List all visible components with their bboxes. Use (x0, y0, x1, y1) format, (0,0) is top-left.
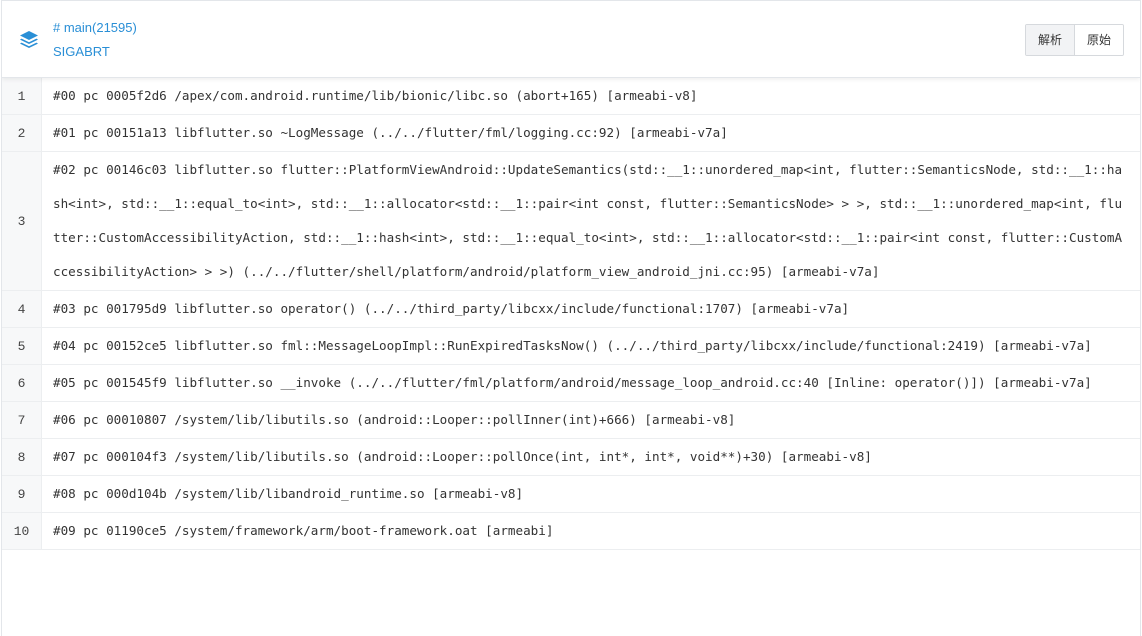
thread-name: # main(21595) (53, 20, 137, 35)
stack-frame-row: 3#02 pc 00146c03 libflutter.so flutter::… (2, 152, 1140, 291)
view-mode-toggle: 解析 原始 (1025, 24, 1125, 56)
line-number: 5 (2, 328, 42, 364)
frame-text: #02 pc 00146c03 libflutter.so flutter::P… (53, 162, 1123, 279)
frame-text: #07 pc 000104f3 /system/lib/libutils.so … (53, 449, 872, 464)
stack-frame-row: 1 #00 pc 0005f2d6 /apex/com.android.runti… (2, 78, 1140, 115)
thread-header: # main(21595) SIGABRT 解析 原始 (2, 1, 1140, 78)
frame-text: #05 pc 001545f9 libflutter.so __invoke (… (53, 375, 1092, 390)
frame-text: #08 pc 000d104b /system/lib/libandroid_r… (53, 486, 524, 501)
line-number: 9 (2, 476, 42, 512)
stack-frame-row: 7 #06 pc 00010807 /system/lib/libutils.so… (2, 402, 1140, 439)
stack-frame-row: 4 #03 pc 001795d9 libflutter.so operator(… (2, 291, 1140, 328)
stack-frame-row: 10 #09 pc 01190ce5 /system/framework/arm/… (2, 513, 1140, 550)
line-number: 4 (2, 291, 42, 327)
line-number: 7 (2, 402, 42, 438)
parsed-view-button[interactable]: 解析 (1026, 25, 1075, 55)
line-number: 1 (2, 78, 42, 114)
line-number: 3 (2, 152, 42, 290)
line-number: 8 (2, 439, 42, 475)
raw-view-button[interactable]: 原始 (1074, 25, 1124, 55)
line-number: 6 (2, 365, 42, 401)
stack-frame-row: 6 #05 pc 001545f9 libflutter.so __invoke … (2, 365, 1140, 402)
stack-frame-row: 9 #08 pc 000d104b /system/lib/libandroid_… (2, 476, 1140, 513)
stack-frame-list: 1 #00 pc 0005f2d6 /apex/com.android.runti… (2, 78, 1140, 550)
frame-text: #01 pc 00151a13 libflutter.so ~LogMessag… (53, 125, 728, 140)
frame-text: #06 pc 00010807 /system/lib/libutils.so … (53, 412, 736, 427)
stack-frame-row: 8 #07 pc 000104f3 /system/lib/libutils.so… (2, 439, 1140, 476)
stack-frame-row: 5 #04 pc 00152ce5 libflutter.so fml::Mess… (2, 328, 1140, 365)
frame-text: #04 pc 00152ce5 libflutter.so fml::Messa… (53, 338, 1092, 353)
frame-text: #03 pc 001795d9 libflutter.so operator()… (53, 301, 850, 316)
stack-frame-row: 2 #01 pc 00151a13 libflutter.so ~LogMessa… (2, 115, 1140, 152)
signal-name: SIGABRT (53, 44, 110, 59)
layers-icon (20, 31, 38, 48)
line-number: 10 (2, 513, 42, 549)
line-number: 2 (2, 115, 42, 151)
frame-text: #00 pc 0005f2d6 /apex/com.android.runtim… (53, 88, 698, 103)
frame-text: #09 pc 01190ce5 /system/framework/arm/bo… (53, 523, 554, 538)
